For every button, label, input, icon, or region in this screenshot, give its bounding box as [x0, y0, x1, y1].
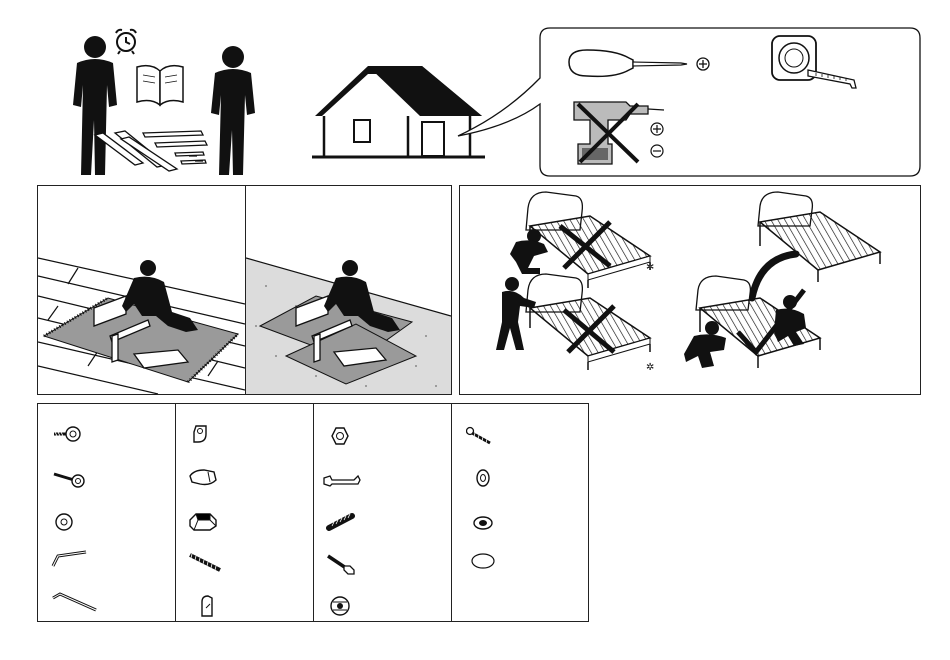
intro-people-scene [55, 25, 275, 180]
svg-text:✲: ✲ [646, 362, 654, 373]
bolt-short-icon [52, 424, 82, 444]
cardboard-icon [246, 186, 451, 394]
bed-handling-scene: ✲ ✲ [460, 186, 920, 394]
rug-icon [38, 186, 245, 394]
hardware-column-2 [176, 404, 314, 621]
person-icon [684, 321, 726, 368]
glide-pad-icon [188, 510, 218, 532]
phillips-symbol-icon [650, 122, 664, 136]
person-icon [211, 46, 255, 175]
alarm-clock-icon [116, 30, 136, 54]
phillips-screwdriver-icon [565, 46, 715, 82]
hardware-column-4 [452, 404, 588, 621]
cam-lock-icon [328, 594, 352, 618]
glide-cap-icon [188, 468, 218, 488]
allen-key-large-icon [50, 592, 100, 614]
hardware-column-1 [38, 404, 176, 621]
svg-text:✲: ✲ [646, 262, 654, 273]
hardware-column-3 [314, 404, 452, 621]
felt-pad-icon [470, 552, 496, 570]
threaded-rod-icon [188, 552, 222, 574]
hardware-table [37, 403, 589, 622]
washer-icon [54, 512, 74, 532]
floor-protection-panel [37, 185, 452, 395]
allen-key-small-icon [50, 550, 90, 568]
tape-measure-icon [768, 32, 863, 92]
bed-handling-panel: ✲ ✲ [459, 185, 921, 395]
bed-frame-icon [758, 192, 880, 282]
bolt-long-icon [52, 468, 86, 490]
wood-screw-icon [466, 426, 492, 446]
flat-pack-boards-icon [95, 131, 207, 171]
cam-bolt-icon [326, 552, 360, 578]
washer-small-icon [474, 468, 492, 488]
bed-frame-icon [526, 274, 650, 370]
dowel-icon [326, 512, 356, 532]
flat-symbol-icon [650, 144, 664, 158]
lock-nut-icon [472, 514, 494, 532]
open-manual-icon [137, 66, 183, 105]
corner-clip-icon [198, 594, 216, 620]
bracket-icon [190, 422, 212, 446]
wrench-icon [322, 472, 362, 490]
nut-icon [330, 426, 350, 446]
person-icon [73, 36, 117, 175]
